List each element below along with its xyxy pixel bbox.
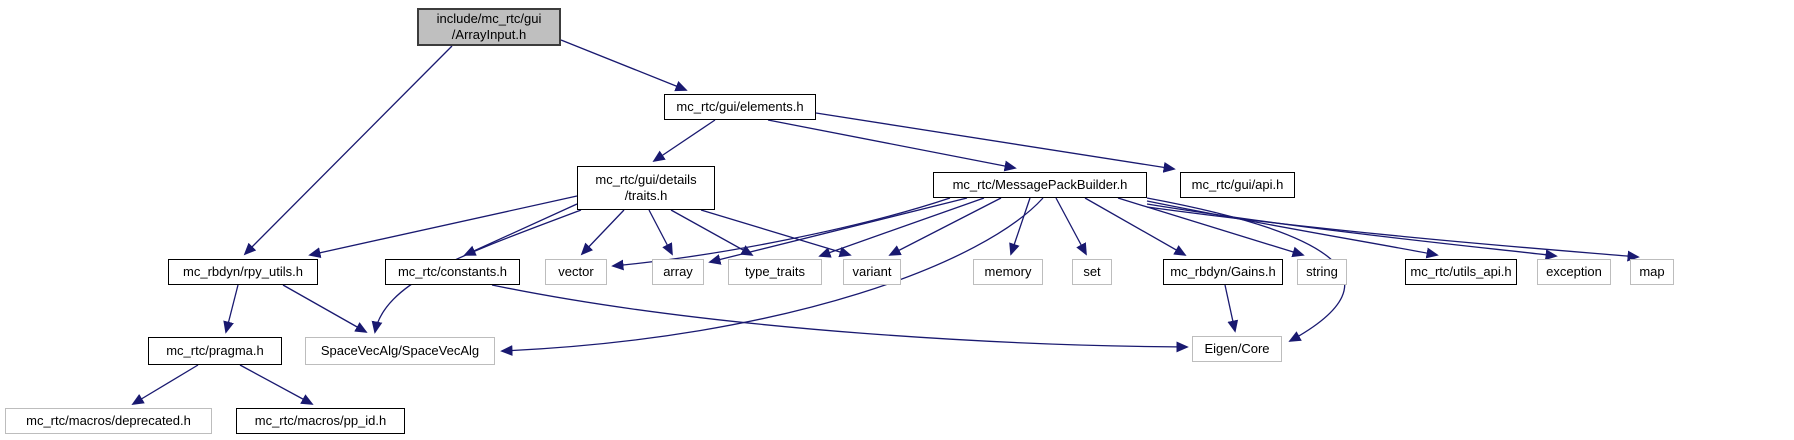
edge-rpy-utils-to-spacevecalg (282, 284, 368, 333)
edge-constants-to-eigen-core (491, 284, 1189, 353)
node-memory: memory (973, 259, 1043, 285)
edge-messagepackbuilder-to-string (1117, 197, 1305, 258)
edge-pragma-to-pp-id (239, 364, 314, 405)
node-exception: exception (1537, 259, 1611, 285)
node-eigen-core: Eigen/Core (1192, 336, 1282, 362)
edge-messagepackbuilder-to-type-traits (818, 197, 985, 258)
edge-elements-to-traits (652, 119, 716, 163)
node-utils-api-h[interactable]: mc_rtc/utils_api.h (1405, 259, 1517, 285)
edge-messagepackbuilder-to-gains (1084, 197, 1187, 256)
edge-messagepackbuilder-to-memory (1009, 197, 1031, 256)
edge-messagepackbuilder-to-eigen-core (1146, 197, 1346, 342)
node-details-traits-h[interactable]: mc_rtc/gui/details /traits.h (577, 166, 715, 210)
edge-traits-to-rpy-utils (308, 195, 578, 259)
node-type-traits: type_traits (728, 259, 822, 285)
edge-messagepackbuilder-to-map (1146, 206, 1640, 262)
node-macros-deprecated-h: mc_rtc/macros/deprecated.h (5, 408, 212, 434)
node-elements-h[interactable]: mc_rtc/gui/elements.h (664, 94, 816, 120)
node-map: map (1630, 259, 1674, 285)
node-gui-api-h[interactable]: mc_rtc/gui/api.h (1180, 172, 1295, 198)
node-spacevecalg: SpaceVecAlg/SpaceVecAlg (305, 337, 495, 365)
node-constants-h[interactable]: mc_rtc/constants.h (385, 259, 520, 285)
edge-gains-to-eigen-core (1224, 284, 1239, 333)
node-vector: vector (545, 259, 607, 285)
edge-elements-to-messagepackbuilder (767, 119, 1017, 172)
node-variant: variant (843, 259, 901, 285)
edge-traits-to-type-traits (670, 209, 754, 256)
edge-pragma-to-deprecated (131, 364, 199, 405)
node-macros-pp-id-h[interactable]: mc_rtc/macros/pp_id.h (236, 408, 405, 434)
node-set: set (1072, 259, 1112, 285)
edge-messagepackbuilder-to-set (1055, 197, 1087, 256)
node-messagepackbuilder-h[interactable]: mc_rtc/MessagePackBuilder.h (933, 172, 1147, 198)
edge-arrayinput-to-rpy-utils (243, 45, 453, 256)
edge-messagepackbuilder-to-spacevecalg (500, 197, 1044, 356)
node-rpy-utils-h[interactable]: mc_rbdyn/rpy_utils.h (168, 259, 318, 285)
node-array: array (652, 259, 704, 285)
edge-arrayinput-to-elements (560, 39, 688, 92)
node-arrayinput-root: include/mc_rtc/gui /ArrayInput.h (417, 8, 561, 46)
node-string: string (1297, 259, 1347, 285)
node-pragma-h[interactable]: mc_rtc/pragma.h (148, 337, 282, 365)
edge-messagepackbuilder-to-exception (1146, 203, 1558, 261)
edge-traits-to-array (648, 209, 673, 256)
edge-rpy-utils-to-pragma (223, 284, 239, 334)
edge-elements-to-api (815, 112, 1176, 173)
edge-traits-to-vector (580, 209, 625, 256)
edge-messagepackbuilder-to-variant (888, 197, 1002, 256)
edge-traits-to-constants (463, 203, 578, 256)
edge-messagepackbuilder-to-array (708, 197, 968, 265)
node-gains-h[interactable]: mc_rbdyn/Gains.h (1163, 259, 1283, 285)
edge-messagepackbuilder-to-utils-api (1146, 200, 1439, 259)
